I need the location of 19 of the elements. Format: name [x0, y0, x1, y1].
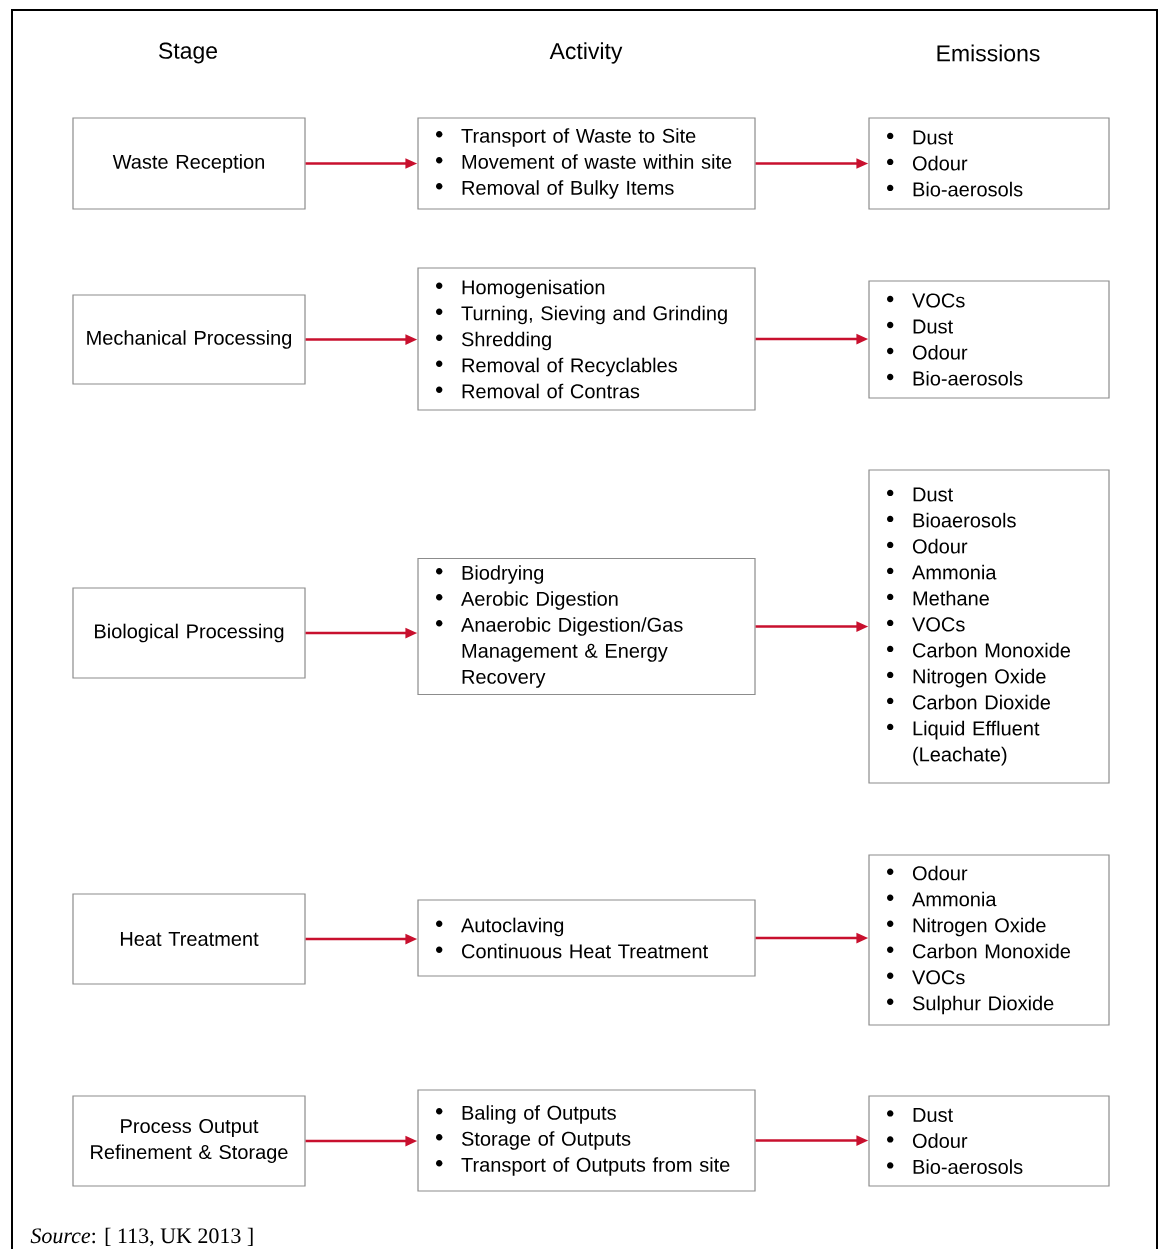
emissions-list-box: Odour Ammonia Nitrogen Oxide Carbon Monoxide VOCs Sulphur Dioxide: [868, 854, 1110, 1026]
activity-list-box: Transport of Waste to Site Movement of waste within site Removal of Bulky Items: [417, 117, 756, 210]
activity-list-box: Baling of Outputs Storage of Outputs Transport of Outputs from site: [417, 1089, 756, 1192]
activity-list-box: Biodrying Aerobic Digestion Anaerobic Digestion/Gas Management & Energy Recovery: [417, 557, 756, 696]
emissions-list-box: VOCs Dust Odour Bio-aerosols: [868, 280, 1110, 399]
stage-box: Mechanical Processing: [72, 294, 306, 385]
column-heading: Stage: [159, 42, 217, 64]
stage-box: Heat Treatment: [72, 893, 306, 985]
column-heading: Activity: [549, 42, 623, 64]
activity-list-box: Autoclaving Continuous Heat Treatment: [417, 899, 756, 977]
emissions-list-box: Dust Bioaerosols Odour Ammonia Methane VOCs Carbon Monoxide Nitrogen Oxide Carbon Dioxide Liquid Effluent (Leachate): [868, 469, 1110, 784]
column-heading: Emissions: [937, 44, 1040, 62]
source-caption: Source: [ 113, UK 2013 ]: [30, 1227, 253, 1247]
stage-box: Process Output Refinement & Storage: [72, 1095, 306, 1187]
stage-box: Waste Reception: [72, 117, 306, 210]
emissions-list-box: Dust Odour Bio-aerosols: [868, 1095, 1110, 1187]
emissions-list-box: Dust Odour Bio-aerosols: [868, 117, 1110, 210]
stage-box: Biological Processing: [72, 587, 306, 679]
activity-list-box: Homogenisation Turning, Sieving and Grinding Shredding Removal of Recyclables Removal of Contras: [417, 267, 756, 411]
